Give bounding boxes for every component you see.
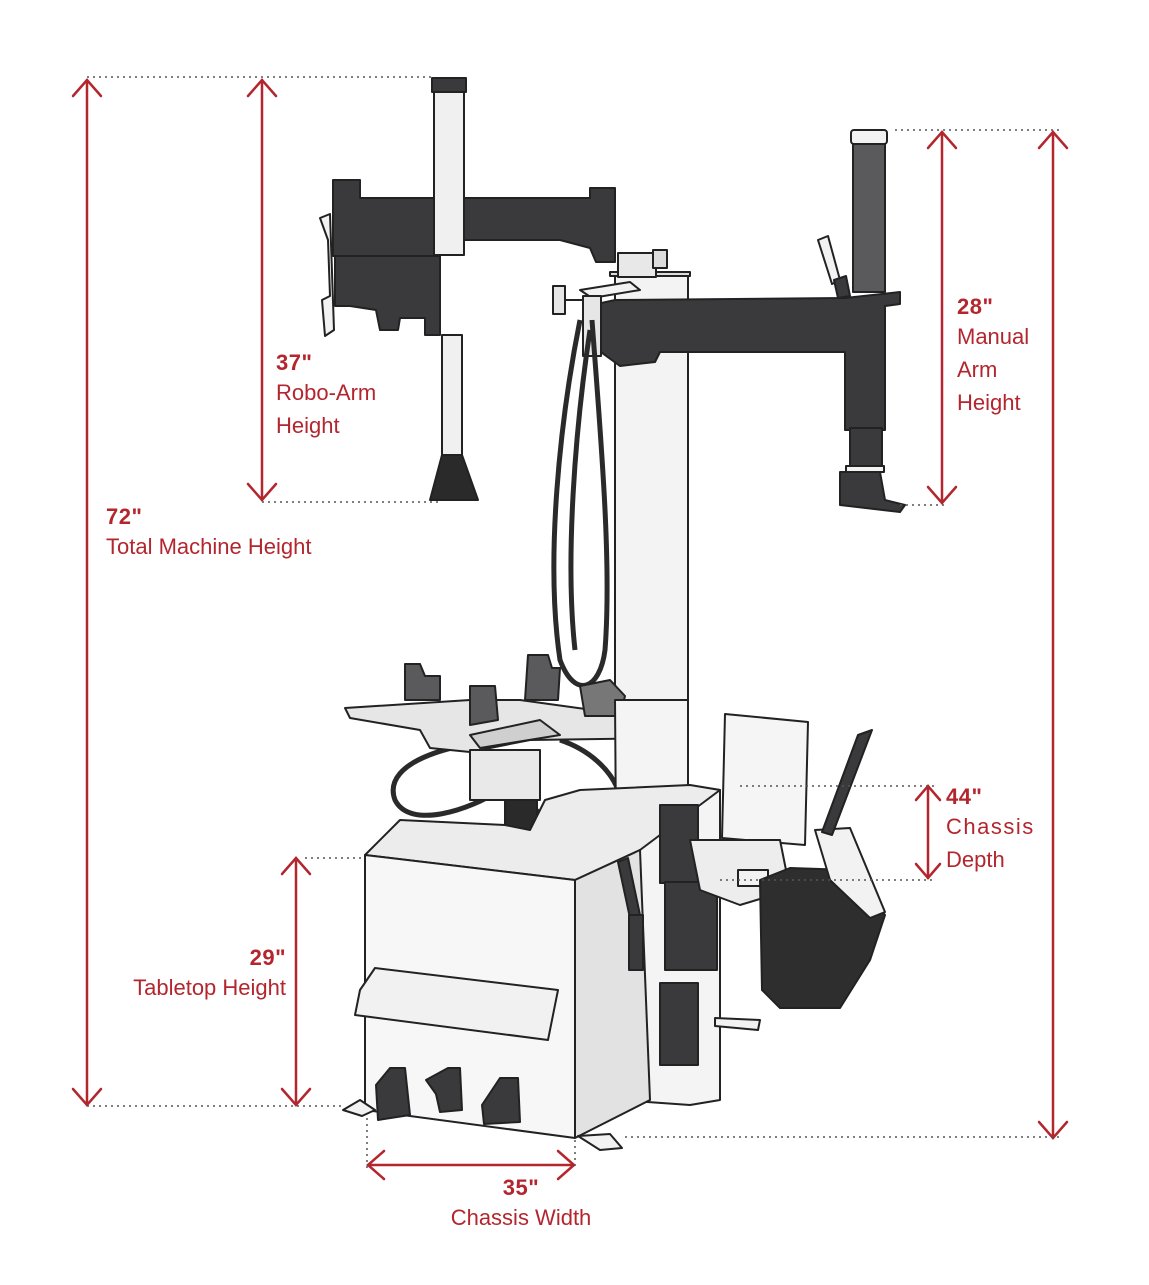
robo-arm-label: 37" Robo-Arm Height — [276, 350, 376, 442]
total-height-value: 72" — [106, 504, 143, 529]
chassis-depth-text-2: Depth — [946, 847, 1005, 872]
total-height-text: Total Machine Height — [106, 534, 312, 559]
manual-arm-text-3: Height — [957, 390, 1021, 415]
tabletop-label: 29" Tabletop Height — [100, 945, 286, 1004]
tabletop-text: Tabletop Height — [133, 975, 286, 1000]
chassis-depth-text-1: Chassis — [946, 814, 1035, 839]
manual-arm-label: 28" Manual Arm Height — [957, 294, 1029, 419]
robo-arm-text-1: Robo-Arm — [276, 380, 377, 405]
manual-arm-text-2: Arm — [957, 357, 998, 382]
right-total-height-line — [1037, 130, 1069, 1140]
bead-breaker — [689, 713, 886, 1009]
manual-arm-text-1: Manual — [957, 324, 1030, 349]
robo-arm-text-2: Height — [276, 413, 340, 438]
robo-arm-height-line — [246, 78, 278, 502]
manual-arm-height-line — [926, 130, 958, 505]
robo-arm — [319, 77, 616, 501]
dimension-lines — [71, 78, 1069, 1181]
chassis-width-line — [366, 1149, 576, 1181]
total-height-line — [71, 78, 103, 1107]
tabletop-height-line — [280, 856, 312, 1107]
side-panels — [617, 804, 718, 1066]
chassis-depth-label: 44" Chassis Depth — [946, 784, 1035, 876]
chassis-width-label: 35" Chassis Width — [420, 1175, 622, 1234]
turntable — [344, 654, 681, 841]
manual-arm — [552, 129, 906, 513]
chassis-depth-value: 44" — [946, 784, 983, 809]
chassis — [342, 699, 761, 1151]
tire-changer-machine — [319, 77, 906, 1151]
chassis-width-text: Chassis Width — [450, 1205, 592, 1230]
extension-lines — [87, 76, 1060, 1170]
robo-arm-value: 37" — [276, 350, 313, 375]
chassis-width-value: 35" — [502, 1175, 540, 1200]
tabletop-value: 29" — [249, 945, 286, 970]
total-height-label: 72" Total Machine Height — [106, 504, 311, 563]
manual-arm-value: 28" — [957, 294, 994, 319]
chassis-depth-line — [914, 784, 942, 880]
